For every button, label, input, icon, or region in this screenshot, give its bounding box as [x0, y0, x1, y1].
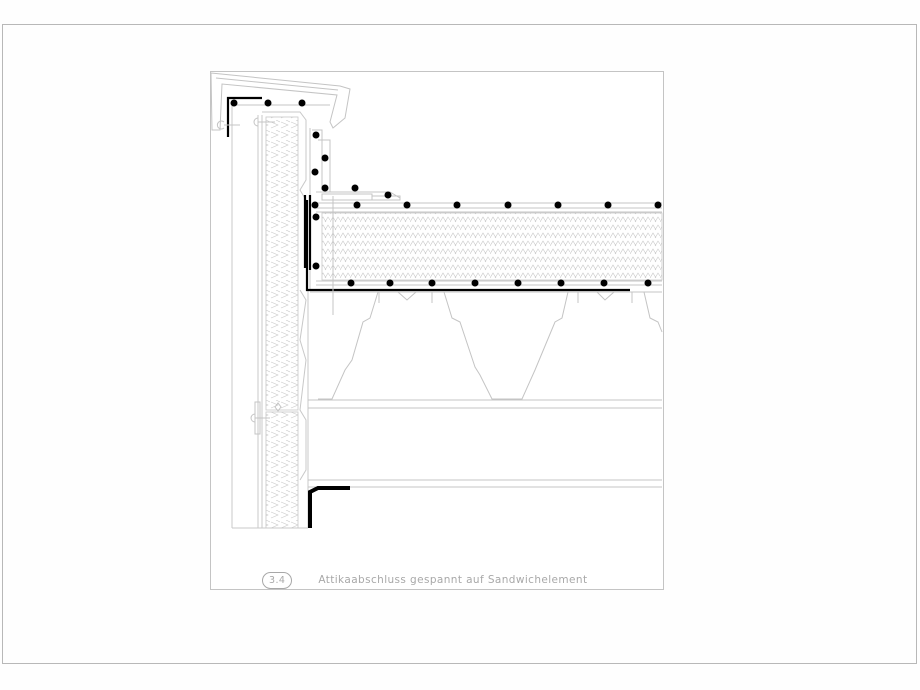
roof-insulation [321, 212, 663, 281]
detail-title: Attikaabschluss gespannt auf Sandwichele… [318, 574, 588, 586]
trapezoidal-steel-deck [310, 196, 663, 400]
wall-fastener-icon [216, 117, 282, 435]
beam-flange-black [308, 486, 350, 528]
outer-frame [2, 24, 917, 664]
detail-number: 3.4 [262, 571, 293, 589]
sandwich-wall-panel-lower [265, 411, 299, 529]
detail-caption: 3.4 Attikaabschluss gespannt auf Sandwic… [262, 570, 587, 590]
roof-membrane [305, 200, 630, 292]
membrane-top [226, 96, 262, 137]
fastener-dots [230, 99, 662, 287]
steel-beam [308, 399, 662, 488]
attic-coping-cap [210, 72, 351, 131]
sandwich-wall-panel [265, 116, 299, 411]
